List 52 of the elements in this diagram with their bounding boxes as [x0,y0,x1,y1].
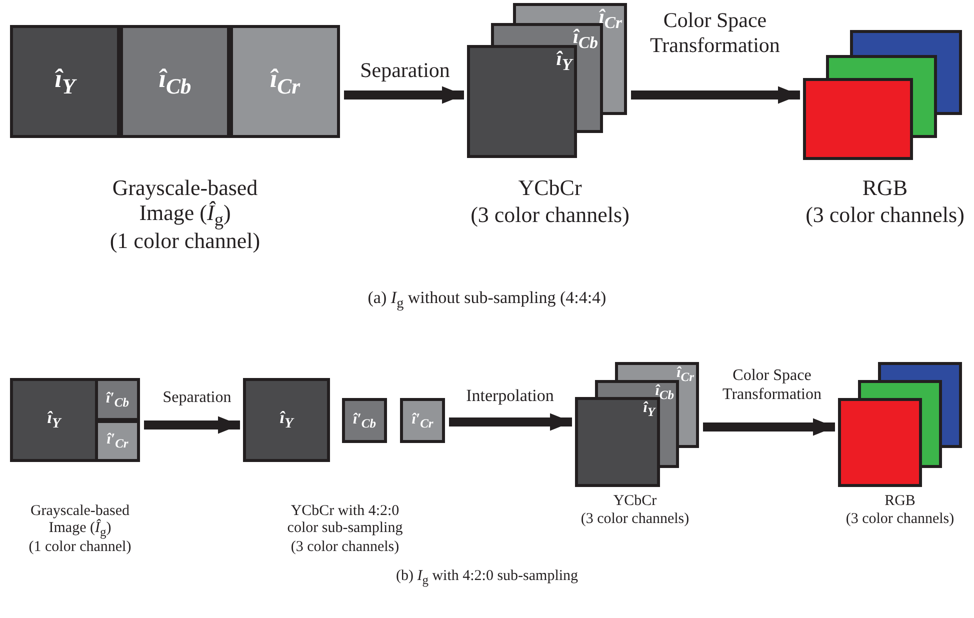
image-frame [10,378,140,462]
image-caption: (1 color channel) [108,228,262,254]
image-caption: Grayscale-based Image (Î$_{g}$) [29,503,131,540]
image-caption: RGB [884,493,916,510]
image-caption: YCbCr [612,493,658,510]
channel-symbol: î$_{Y}$ [47,409,61,431]
channel-symbol: î$_{Cr}$ [598,7,622,32]
image-caption: (3 color channels) [290,539,400,556]
arrow [703,418,835,436]
channel-symbol: î$_{Cb}$ [572,27,598,52]
channel-symbol: î′$_{Cr}$ [106,432,128,450]
edge-label: Interpolation [465,386,555,406]
image-caption: YCbCr with 4:2:0 color sub-sampling [286,503,404,538]
channel-square [230,25,340,138]
channel-symbol: î$_{Y}$ [280,409,294,431]
arrow [344,86,464,104]
channel-symbol: î$_{Y}$ [54,66,76,98]
image-caption: YCbCr [517,175,583,200]
channel-symbol: î$_{Y}$ [643,401,655,418]
channel-square [95,420,140,462]
channel-symbol: î$_{Cr}$ [270,66,300,98]
channel-symbol: î′$_{Cr}$ [412,412,434,430]
image-caption: (1 color channel) [28,539,132,556]
channel-symbol: î′$_{Cb}$ [353,412,376,430]
channel-symbol: î′$_{Cb}$ [106,390,129,408]
image-caption: (3 color channels) [804,202,966,228]
channel-symbol: î$_{Cb}$ [655,384,674,402]
channel-symbol: î$_{Cr}$ [676,366,694,384]
edge-label: Separation [359,58,451,84]
arrow [631,86,800,104]
image-caption: (3 color channels) [470,202,630,228]
channel-square [400,398,445,443]
channel-square [342,398,387,443]
figure-caption: (a) I$_{g}$ without sub-sampling (4:4:4) [366,288,608,312]
image-caption: (3 color channels) [580,511,690,528]
channel-square [10,25,120,138]
channel-symbol: î$_{Y}$ [556,49,572,74]
edge-label: Color Space Transformation [649,8,781,58]
channel-square [10,378,98,462]
figure-caption: (b) I$_{g}$ with 4:2:0 sub-sampling [394,568,580,588]
channel-symbol: î$_{Cb}$ [158,66,192,98]
channel-square [95,378,140,421]
arrow [449,413,572,431]
image-caption: Grayscale-based Image (Î$_{g}$) [111,175,259,231]
arrow [144,416,240,434]
image-caption: RGB [861,175,909,200]
edge-label: Color Space Transformation [722,366,822,404]
channel-square [243,378,330,462]
image-caption: (3 color channels) [844,511,956,528]
channel-square [120,25,230,138]
image-frame [10,25,340,138]
edge-label: Separation [162,388,232,408]
